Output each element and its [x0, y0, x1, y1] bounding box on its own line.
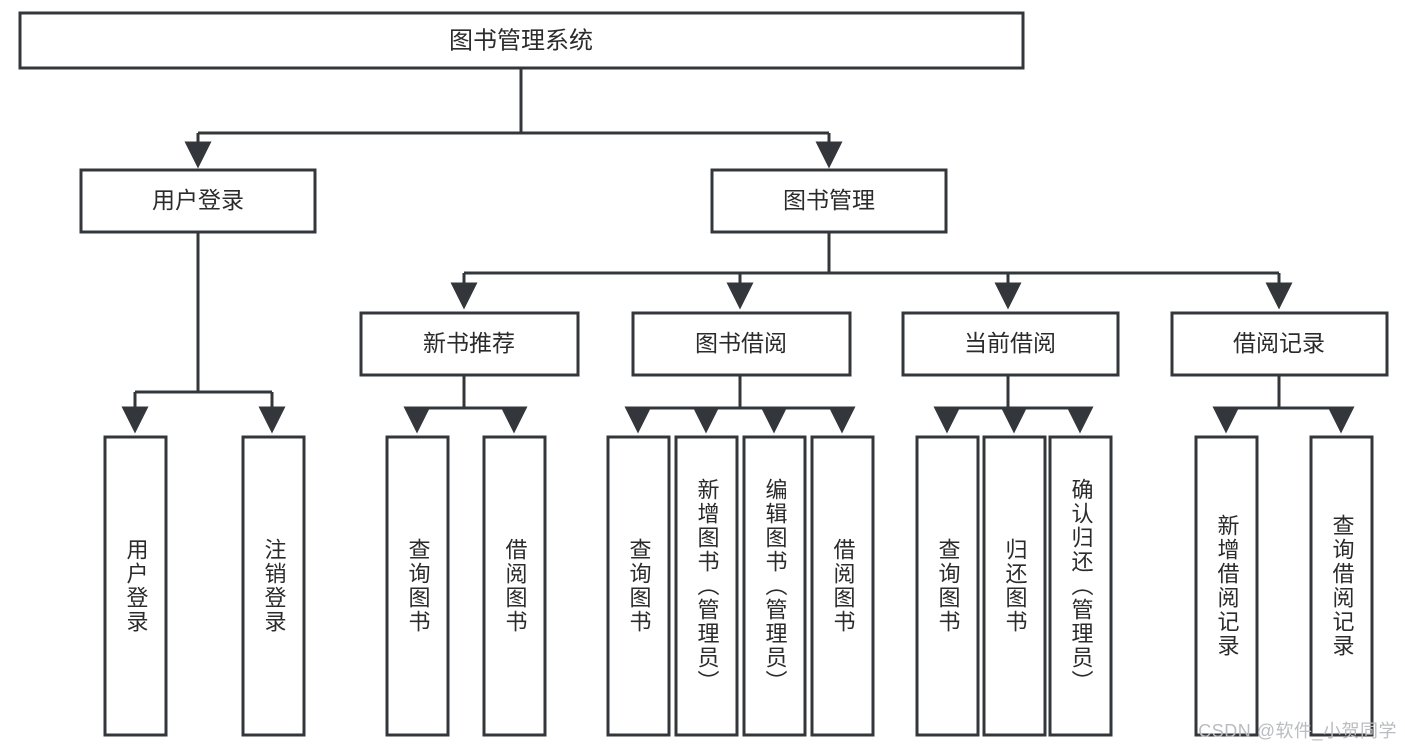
node-new-book-recommend[interactable]: 新书推荐 [359, 311, 580, 377]
csdn-watermark: CSDN @软件_小贺同学 [1198, 721, 1397, 741]
connector-group-book-management [450, 232, 1293, 310]
node-current-borrow[interactable]: 当前借阅 [901, 311, 1120, 377]
new-book-recommend-label: 新书推荐 [423, 330, 515, 356]
leaf-box-query-book-borrow[interactable] [606, 435, 671, 737]
book-management-box[interactable] [710, 168, 948, 234]
current-borrow-box[interactable] [901, 311, 1120, 377]
root-box[interactable] [18, 11, 1025, 70]
leaf-box-return-book[interactable] [982, 435, 1047, 737]
node-user-login[interactable]: 用户登录 [79, 168, 317, 234]
node-borrow-record[interactable]: 借阅记录 [1170, 311, 1389, 377]
leaf-box-user-login[interactable] [103, 435, 168, 737]
node-book-management[interactable]: 图书管理 [710, 168, 948, 234]
connector-group-book-borrow [624, 375, 856, 434]
leaf-box-query-book-current[interactable] [915, 435, 980, 737]
leaf-box-borrow-book-rec[interactable] [482, 435, 547, 737]
leaf-box-logout[interactable] [241, 435, 306, 737]
current-borrow-label: 当前借阅 [964, 330, 1056, 356]
new-book-recommend-box[interactable] [359, 311, 580, 377]
leaf-box-query-book-rec[interactable] [385, 435, 450, 737]
book-management-label: 图书管理 [783, 187, 875, 213]
connector-group-root [184, 68, 843, 169]
book-borrow-label: 图书借阅 [695, 330, 787, 356]
user-login-label: 用户登录 [152, 187, 244, 213]
borrow-record-label: 借阅记录 [1233, 330, 1325, 356]
leaf-box-borrow-book[interactable] [810, 435, 875, 737]
connector-group-borrow-record [1212, 375, 1355, 434]
root-label: 图书管理系统 [449, 27, 593, 54]
borrow-record-box[interactable] [1170, 311, 1389, 377]
leaf-box-confirm-return[interactable] [1048, 435, 1113, 737]
book-borrow-box[interactable] [631, 311, 852, 377]
node-book-borrow[interactable]: 图书借阅 [631, 311, 852, 377]
connector-group-current-borrow [933, 375, 1094, 434]
leaf-box-add-record[interactable] [1194, 435, 1259, 737]
leaf-box-edit-book[interactable] [742, 435, 807, 737]
leaf-boxes [103, 435, 1374, 737]
user-login-box[interactable] [79, 168, 317, 234]
leaf-box-add-book[interactable] [674, 435, 739, 737]
connector-group-new-book-recommend [403, 375, 528, 434]
connector-group-user-login [121, 232, 286, 434]
node-root[interactable]: 图书管理系统 [18, 11, 1025, 70]
leaf-box-query-record[interactable] [1309, 435, 1374, 737]
